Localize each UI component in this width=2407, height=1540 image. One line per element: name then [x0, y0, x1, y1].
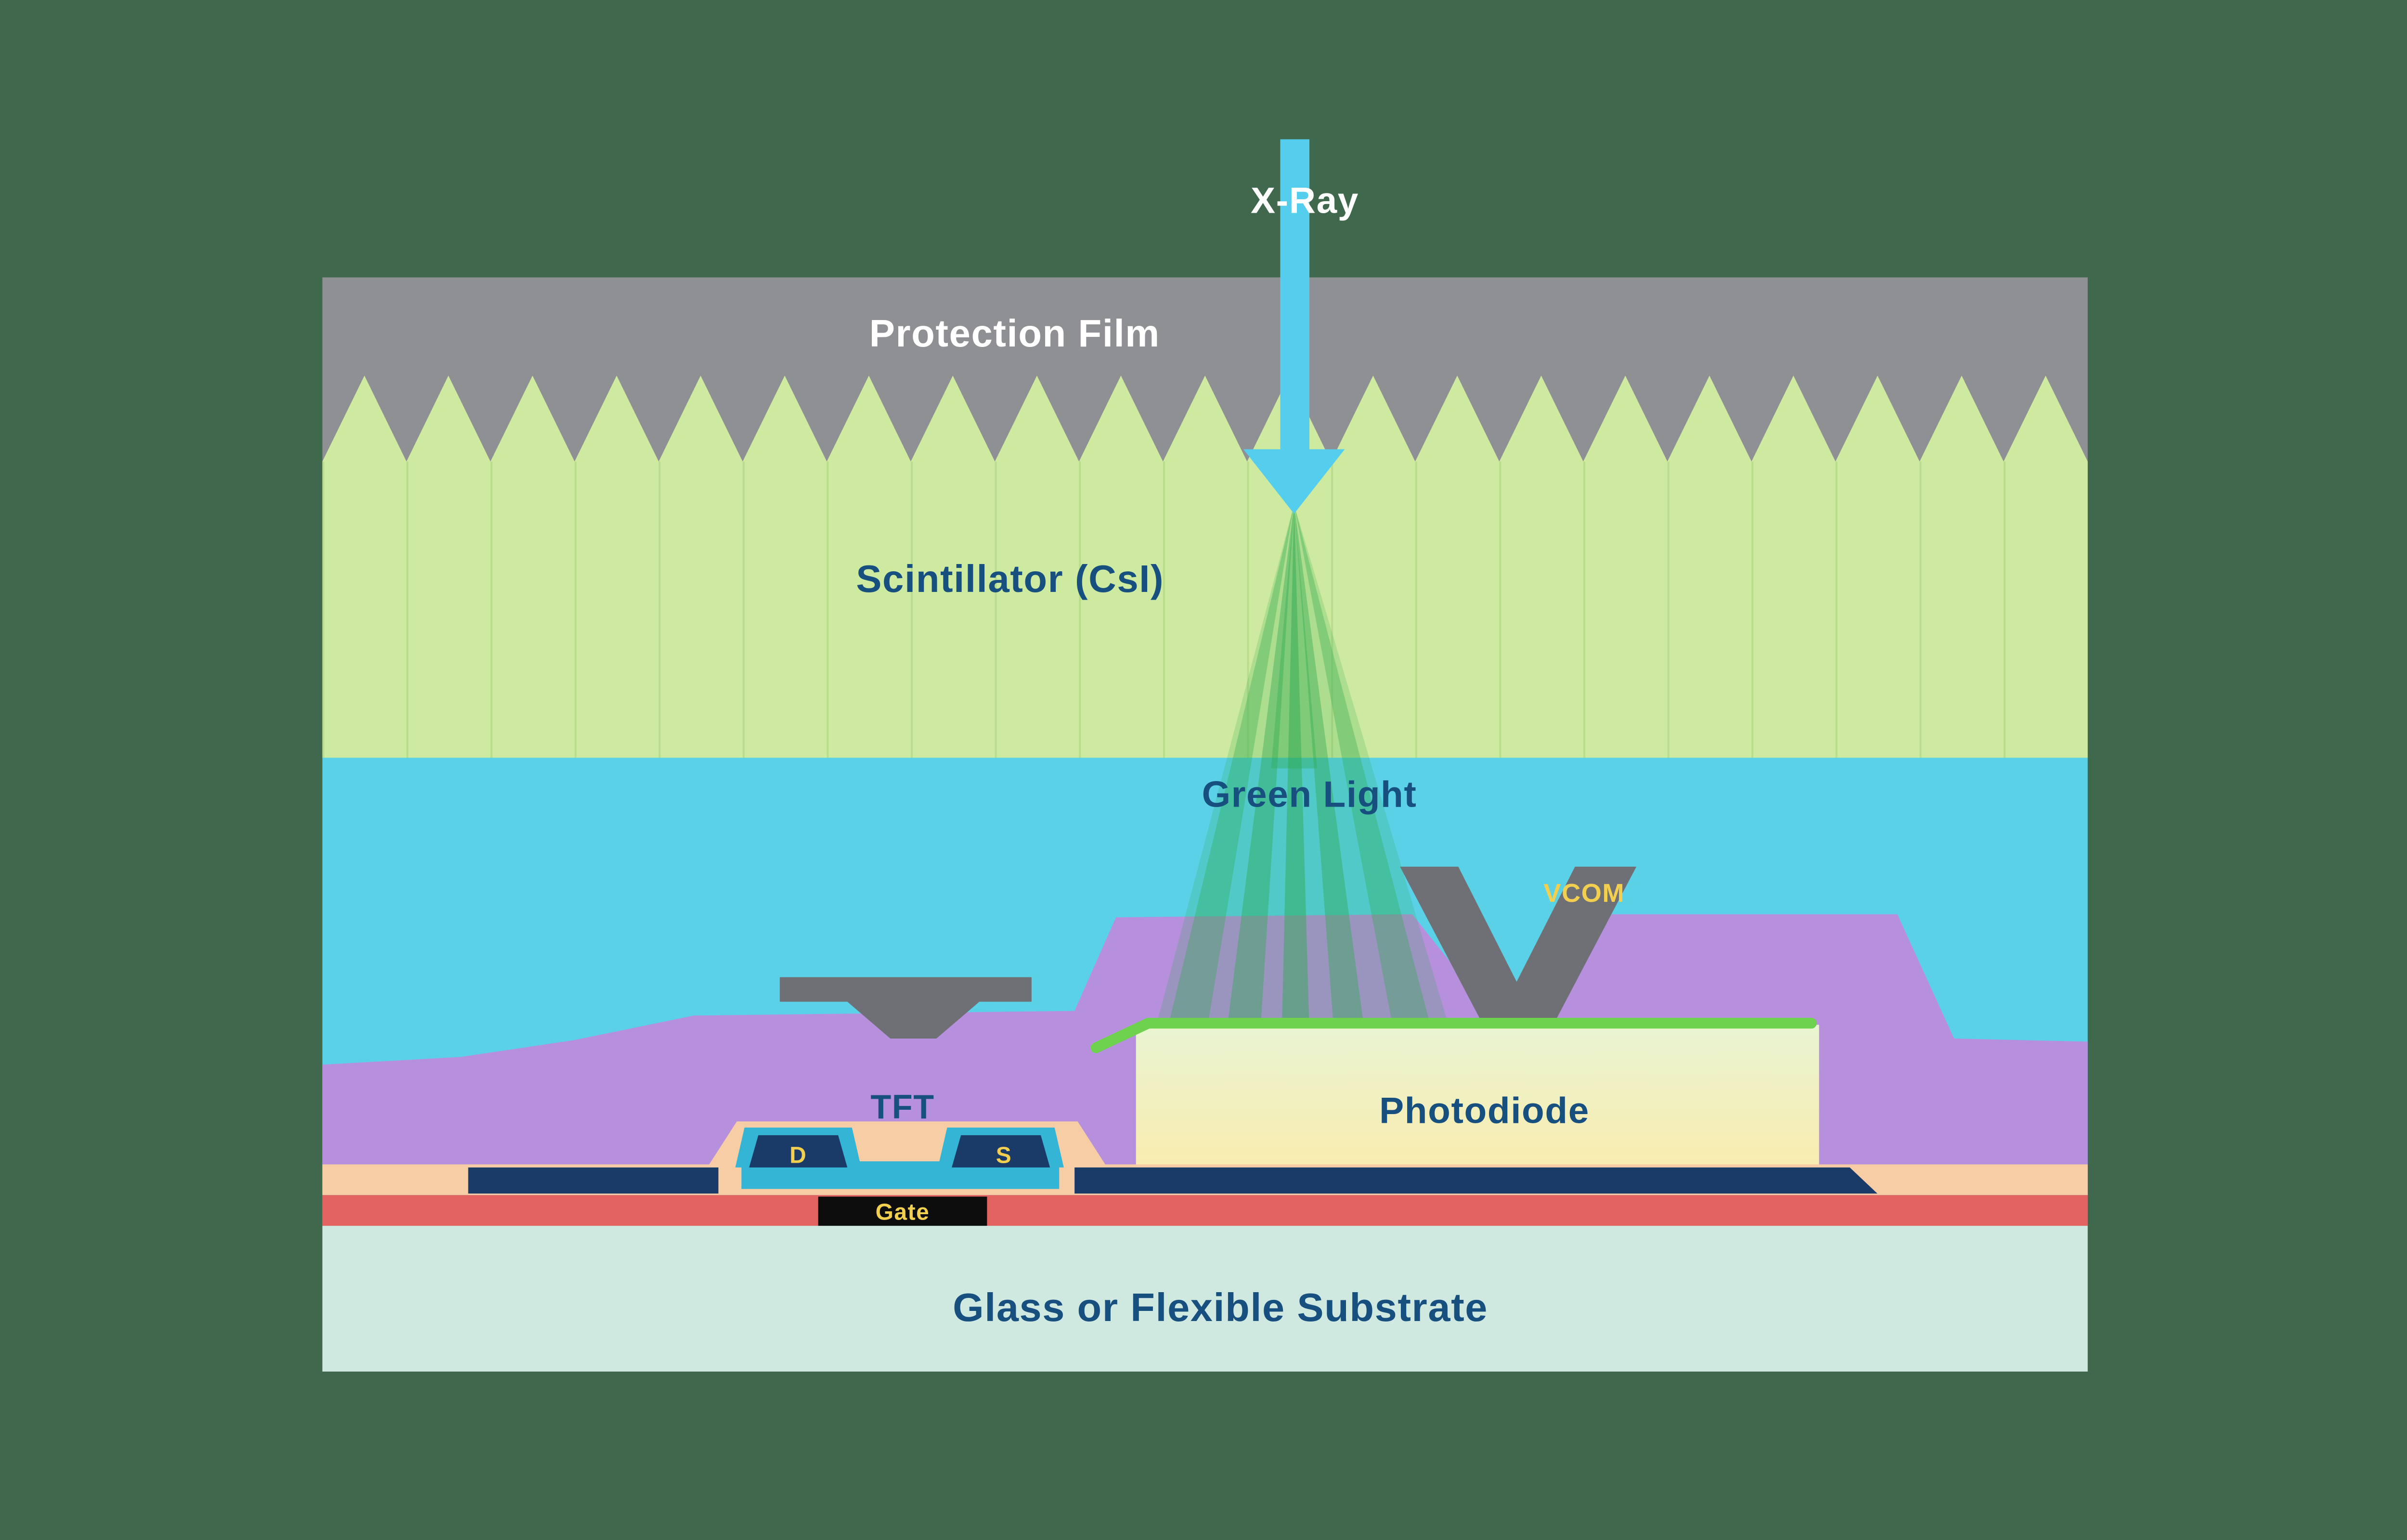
substrate-layer [322, 1226, 2088, 1372]
substrate-label: Glass or Flexible Substrate [953, 1285, 1488, 1330]
green-ray [1226, 504, 1294, 1033]
metal-line-left [468, 1167, 719, 1194]
metal-line-right [1074, 1167, 1877, 1194]
xray-arrow [1243, 139, 1345, 514]
green-light-cone [1154, 504, 1451, 1033]
drain-electrode [749, 1135, 848, 1168]
photodiode-label: Photodiode [1379, 1090, 1590, 1131]
vcom-electrode [1400, 866, 1637, 1048]
gate-dielectric-layer [322, 1195, 2088, 1226]
source-electrode [952, 1135, 1050, 1168]
xray-label: X-Ray [1251, 180, 1359, 221]
green-ray [1271, 504, 1317, 769]
green-ray [1294, 504, 1433, 1033]
xray-arrow-shaft [1280, 139, 1310, 454]
source-label: S [996, 1142, 1012, 1168]
protection-film-label: Protection Film [869, 312, 1160, 355]
vcom-label: VCOM [1543, 879, 1625, 908]
tft-light-shield [779, 977, 1032, 1039]
drain-label: D [789, 1142, 807, 1168]
photodiode-green-edge [1090, 1017, 1817, 1053]
tft-label: TFT [870, 1088, 934, 1126]
gate-electrode [818, 1196, 987, 1226]
scintillator-label: Scintillator (CsI) [856, 557, 1164, 600]
green-ray [1166, 504, 1294, 1033]
scintillator-column-pattern [322, 462, 2088, 758]
green-light-label: Green Light [1202, 774, 1417, 815]
gate-label: Gate [876, 1199, 930, 1225]
green-ray [1281, 504, 1310, 1033]
photodiode-body [1136, 1025, 1819, 1171]
xray-arrow-head [1243, 449, 1345, 514]
green-ray [1154, 504, 1451, 1033]
